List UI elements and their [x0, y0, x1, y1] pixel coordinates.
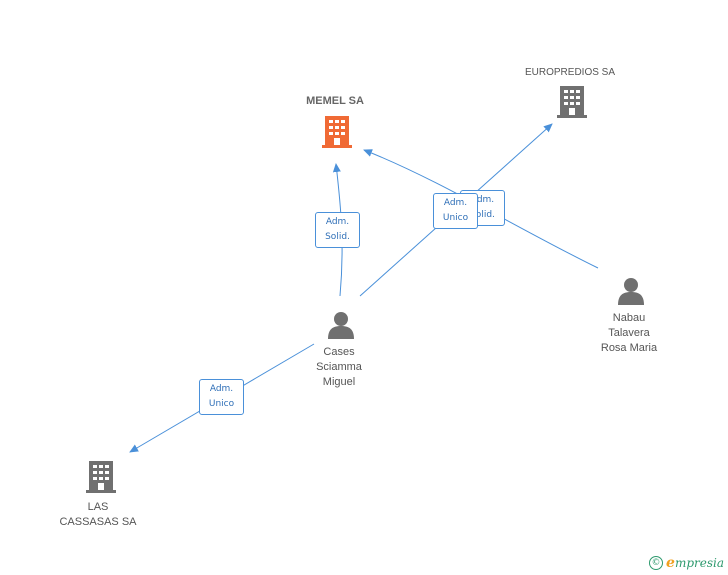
building-icon[interactable]	[322, 116, 352, 148]
empresia-logo: © empresia	[649, 555, 724, 571]
building-icon[interactable]	[557, 86, 587, 118]
copyright-icon: ©	[649, 556, 664, 570]
node-label-europredios[interactable]: EUROPREDIOS SA	[524, 67, 616, 78]
building-icon[interactable]	[86, 461, 116, 493]
person-icon[interactable]	[618, 278, 644, 305]
node-label-nabau[interactable]: Nabau Talavera Rosa Maria	[600, 312, 658, 354]
edge-tag-adm-unico[interactable]: Adm. Unico	[199, 379, 244, 415]
edge-tag-adm-unico[interactable]: Adm. Unico	[433, 193, 478, 229]
brand-name: empresia	[666, 555, 724, 571]
person-icon[interactable]	[328, 312, 354, 339]
node-label-memel[interactable]: MEMEL SA	[306, 95, 364, 107]
node-label-cases[interactable]: Cases Sciamma Miguel	[316, 346, 362, 388]
node-label-cassasas[interactable]: LAS CASSASAS SA	[59, 501, 137, 528]
edge-tag-adm-solid[interactable]: Adm. Solid.	[315, 212, 360, 248]
